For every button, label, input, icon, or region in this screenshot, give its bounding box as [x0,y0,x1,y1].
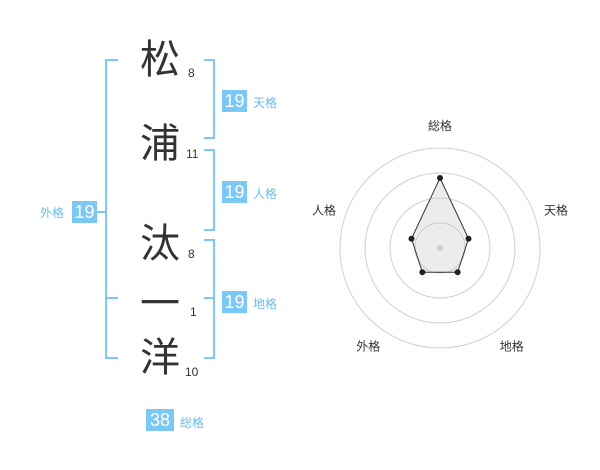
radar-point-2 [465,235,472,242]
gaikaku-value: 19 [72,201,97,223]
radar-axis-label-5: 人格 [312,202,336,217]
tenkaku-value: 19 [222,90,247,112]
name-char-5: 洋 [140,335,180,381]
soukaku-value: 38 [146,409,174,431]
name-char-4-strokes: 1 [190,305,197,319]
name-char-4: 一 [140,281,180,327]
radar-ring-3 [364,172,516,324]
soukaku-label: 総格 [180,416,205,430]
chikaku-value: 19 [222,291,247,313]
name-char-5-strokes: 10 [185,365,199,379]
tenkaku-bracket [204,59,215,139]
name-char-3: 汰 [140,221,180,267]
tenkaku-label: 天格 [253,96,278,110]
chikaku-label: 地格 [253,297,278,311]
radar-point-5 [408,235,415,242]
radar-point-1 [437,175,443,181]
radar-ring-2 [389,197,491,299]
name-char-2: 浦 [140,121,180,167]
radar-axis-label-1: 総格 [428,118,452,133]
radar-ring-4 [339,147,541,349]
jinkaku-bracket [204,149,215,231]
name-char-1: 松 [140,37,180,83]
radar-axis-label-2: 天格 [544,202,568,217]
jinkaku-label: 人格 [253,187,278,201]
radar-center [437,245,443,251]
name-char-3-strokes: 8 [188,247,195,261]
radar-polygon [410,176,470,273]
jinkaku-value: 19 [222,181,247,203]
radar-axis-label-3: 地格 [500,339,524,354]
name-char-1-strokes: 8 [188,66,195,80]
radar-axis-label-4: 外格 [356,339,380,354]
gaikaku-bracket [105,59,118,359]
radar-point-4 [419,269,426,276]
name-char-2-strokes: 11 [186,147,199,161]
radar-point-3 [454,269,461,276]
gaikaku-label: 外格 [40,206,65,220]
